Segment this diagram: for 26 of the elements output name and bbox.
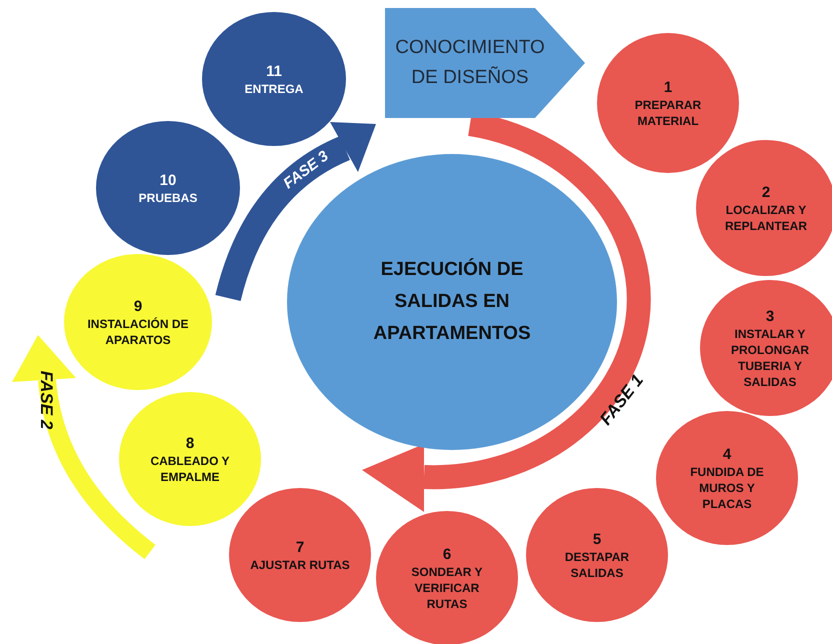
step-number: 6 bbox=[442, 544, 452, 564]
title-text: EJECUCIÓN DE SALIDAS EN APARTAMENTOS bbox=[372, 257, 532, 346]
step-label: FUNDIDA DE MUROS Y PLACAS bbox=[689, 464, 765, 512]
heading-text: CONOCIMIENTO DE DISEÑOS bbox=[394, 36, 546, 90]
pentagon-arrow-box bbox=[385, 8, 585, 118]
step-label: PREPARAR MATERIAL bbox=[634, 96, 702, 128]
step-label: AJUSTAR RUTAS bbox=[250, 556, 350, 572]
step-number: 3 bbox=[766, 306, 774, 326]
step-label: SONDEAR Y VERIFICAR RUTAS bbox=[410, 564, 484, 612]
step-number: 1 bbox=[664, 78, 672, 96]
phase-label: FASE 2 bbox=[36, 370, 56, 430]
step-number: 2 bbox=[762, 182, 770, 202]
step-label: INSTALACIÓN DE APARATOS bbox=[86, 316, 190, 348]
step-number: 11 bbox=[266, 62, 282, 80]
step-number: 7 bbox=[296, 538, 304, 556]
step-number: 10 bbox=[160, 170, 176, 190]
step-label: INSTALAR Y PROLONGAR TUBERIA Y SALIDAS bbox=[730, 326, 810, 390]
step-label: LOCALIZAR Y REPLANTEAR bbox=[724, 202, 808, 234]
step-label: CABLEADO Y EMPALME bbox=[149, 452, 231, 484]
step-number: 9 bbox=[134, 296, 142, 316]
step-label: ENTREGA bbox=[244, 80, 304, 96]
step-label: DESTAPAR SALIDAS bbox=[564, 548, 630, 580]
step-label: PRUEBAS bbox=[138, 190, 198, 206]
step-number: 5 bbox=[592, 530, 602, 548]
step-number: 4 bbox=[722, 444, 732, 464]
step-number: 8 bbox=[186, 434, 194, 452]
